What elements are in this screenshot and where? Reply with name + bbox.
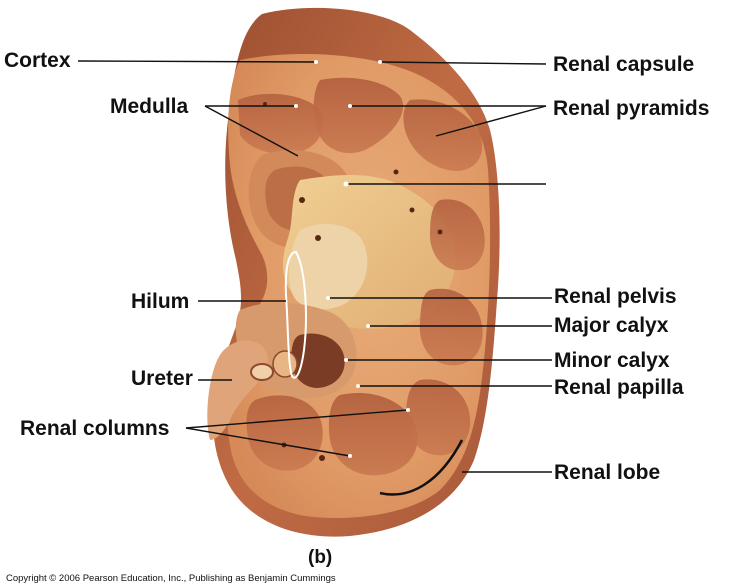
vessel-dot — [319, 455, 325, 461]
label-renal-pyramids: Renal pyramids — [553, 97, 710, 120]
label-renal-papilla: Renal papilla — [554, 376, 684, 399]
copyright-notice: Copyright © 2006 Pearson Education, Inc.… — [6, 573, 336, 584]
vessel-dot — [315, 235, 321, 241]
leader-columns-2 — [185, 427, 351, 457]
lower-pyramid-1 — [246, 395, 323, 471]
upper-pyramid-center — [313, 77, 404, 154]
vessel-dot — [437, 229, 443, 235]
leader-columns-1 — [185, 409, 409, 429]
label-major-calyx: Major calyx — [554, 314, 669, 337]
label-renal-pelvis: Renal pelvis — [554, 285, 677, 308]
label-cortex: Cortex — [4, 49, 71, 72]
upper-pyramid-left — [238, 93, 324, 155]
renal-lobe-bracket — [379, 439, 464, 496]
leader-dots — [294, 60, 410, 458]
right-pyramid-2 — [419, 288, 483, 366]
hilum-outline-loop — [284, 250, 307, 379]
leader-cortex — [77, 60, 317, 63]
label-renal-lobe: Renal lobe — [554, 461, 661, 484]
right-pyramid-1 — [430, 199, 485, 271]
ureter-shape — [207, 340, 268, 440]
lower-pyramid-3 — [405, 379, 471, 456]
vessel-lumen — [272, 350, 298, 378]
label-medulla: Medulla — [110, 95, 189, 118]
label-renal-capsule: Renal capsule — [553, 53, 695, 76]
label-hilum: Hilum — [131, 290, 190, 313]
label-ureter: Ureter — [131, 367, 193, 390]
label-minor-calyx: Minor calyx — [554, 349, 670, 372]
leader-capsule — [379, 61, 547, 65]
label-renal-columns: Renal columns — [20, 417, 170, 440]
leader-medulla-2 — [204, 105, 299, 157]
ureter-lumen — [250, 363, 274, 381]
vessel-dot — [299, 197, 305, 203]
vessel-dot — [409, 207, 415, 213]
leader-pyramids-2 — [435, 105, 547, 137]
vessel-dot — [393, 169, 399, 175]
leader-lines — [77, 60, 552, 473]
renal-pelvis-shape — [288, 224, 368, 310]
upper-pyramid-right — [403, 99, 483, 171]
panel-label: (b) — [308, 547, 333, 568]
vessel-dot — [263, 102, 267, 106]
